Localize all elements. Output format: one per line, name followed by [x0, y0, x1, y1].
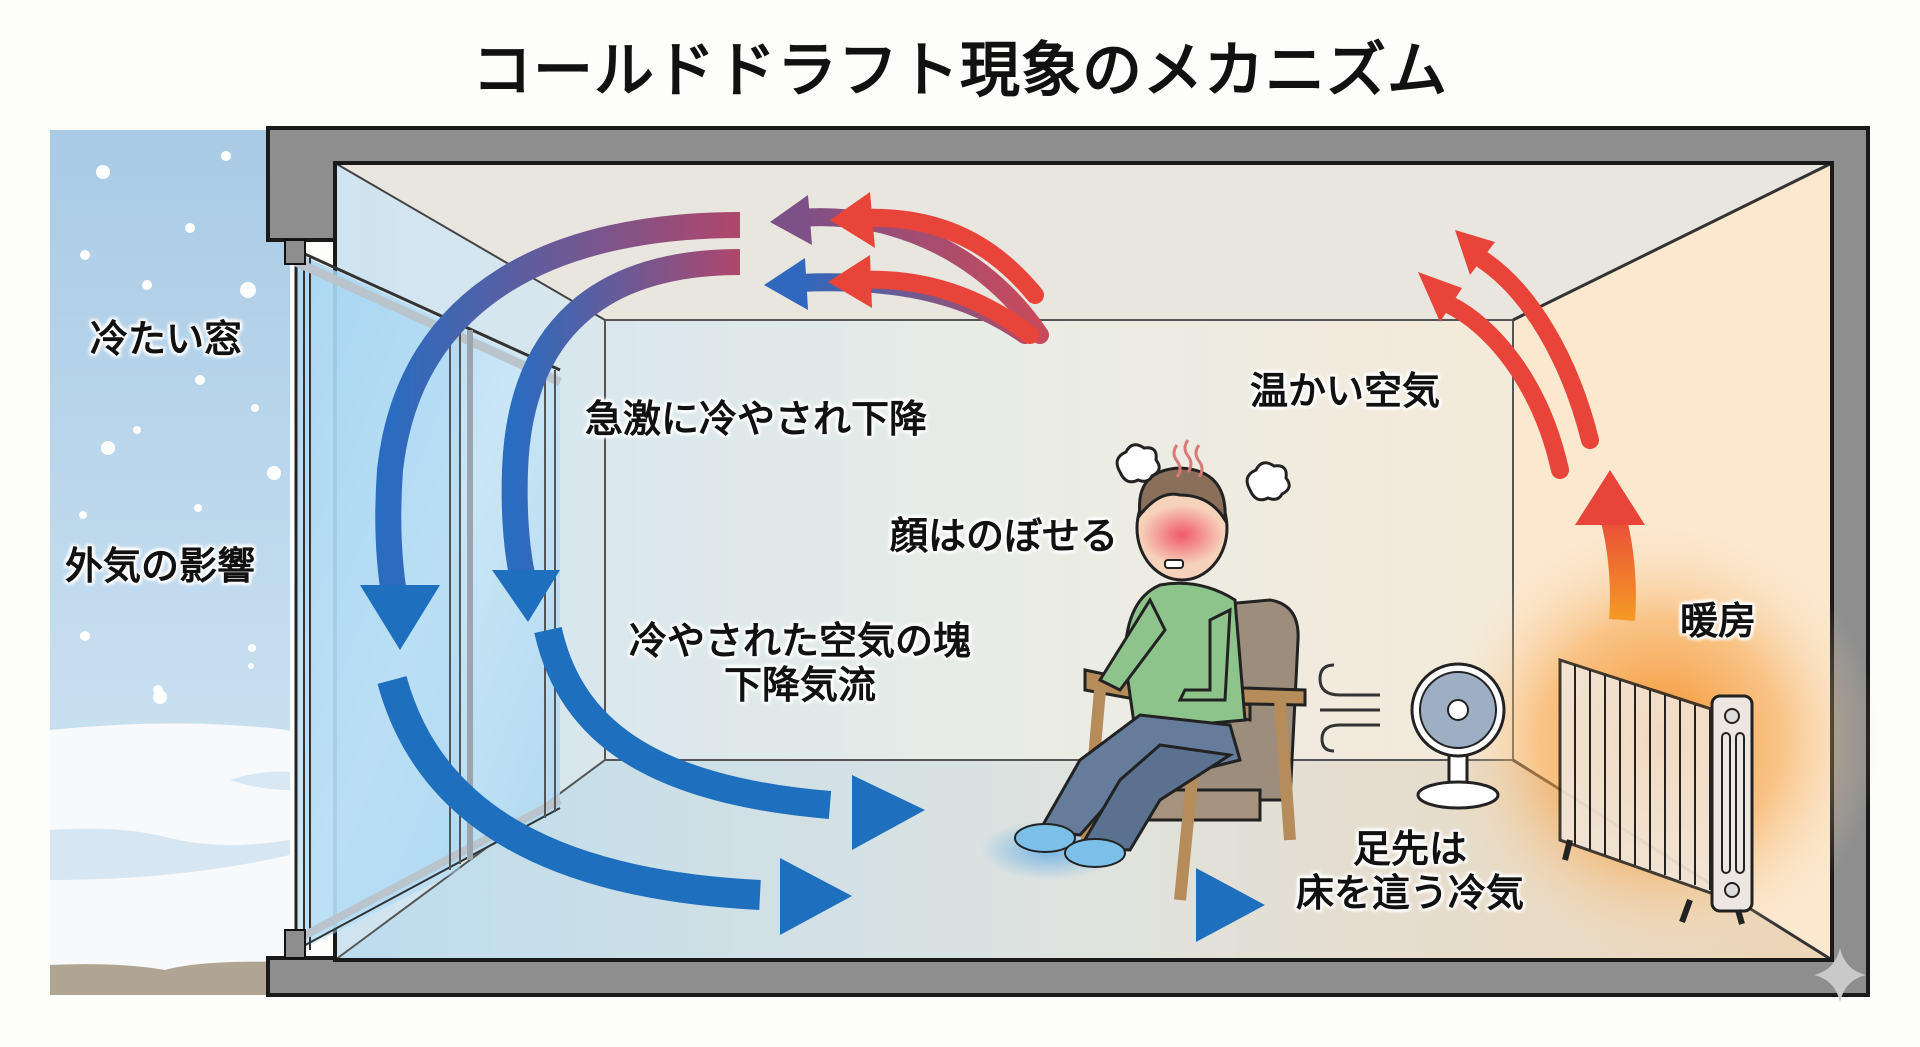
label-outside-air: 外気の影響: [65, 544, 256, 588]
label-feet-line2: 床を這う冷気: [1295, 870, 1524, 915]
label-heater: 暖房: [1680, 599, 1757, 643]
label-cooled-air-line2: 下降気流: [723, 662, 876, 707]
label-warm-air: 温かい空気: [1250, 369, 1441, 413]
cold-arrow-outer-head: [360, 585, 440, 650]
label-cooled-air-line1: 冷やされた空気の塊: [628, 619, 971, 663]
label-face-flushed: 顔はのぼせる: [890, 514, 1119, 558]
cold-arrow-outer: [375, 212, 741, 614]
steam-icon: [1172, 439, 1204, 478]
floor-arrow-lower: [377, 676, 761, 910]
label-cold-window: 冷たい窓: [90, 317, 243, 361]
label-rapid-cooling: 急激に冷やされ下降: [585, 397, 928, 441]
warm-air-arrows: [764, 192, 1645, 621]
floor-arrow-upper: [534, 626, 832, 819]
outdoor-scene: [50, 130, 294, 995]
person-seated: [980, 466, 1307, 901]
cold-downdraft-arrows: [360, 212, 1265, 942]
floor-arrow-upper-head: [852, 775, 925, 850]
floor-arrow-lower-head: [780, 858, 852, 935]
snowflake-dots: [79, 151, 281, 704]
puff-icon: [1115, 443, 1291, 502]
wind-icon: [1318, 663, 1380, 753]
label-feet-cold: 足先は 床を這う冷気: [1280, 827, 1540, 915]
floor-creeping-arrow-head: [1196, 868, 1265, 942]
radiator-icon: [1558, 657, 1754, 925]
label-cooled-air: 冷やされた空気の塊 下降気流: [610, 619, 990, 707]
cold-arrow-inner-head: [492, 570, 560, 622]
fan-icon: [1318, 662, 1506, 810]
cold-arrow-inner: [501, 249, 741, 590]
sparkle-icon: [1814, 948, 1866, 1002]
diagram-title: コールドドラフト現象のメカニズム: [472, 36, 1448, 106]
label-feet-line1: 足先は: [1352, 827, 1467, 871]
